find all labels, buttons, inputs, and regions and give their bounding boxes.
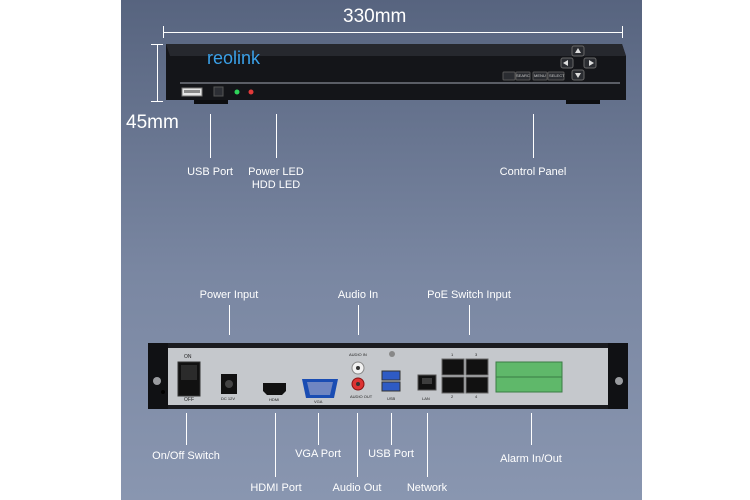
front-foot-left <box>194 100 228 104</box>
front-btn-label-search: SEARC <box>516 73 530 78</box>
vga-silk: VGA <box>314 399 323 404</box>
width-dimension-line <box>163 32 623 33</box>
usb-silk: USB <box>387 396 396 401</box>
front-body <box>166 44 626 100</box>
audio-out-label: Audio Out <box>332 482 382 494</box>
poe-port-2 <box>441 376 465 394</box>
poe-silk-3: 3 <box>475 352 478 357</box>
poe-silk-4: 4 <box>475 394 478 399</box>
poe-switch-input-label: PoE Switch Input <box>427 289 511 301</box>
hdd-led-label: HDD LED <box>251 179 301 191</box>
front-button-search <box>515 71 531 81</box>
onoff-callout-line <box>186 413 187 445</box>
hdd-led <box>248 89 254 95</box>
reolink-logo: reolink <box>207 48 261 68</box>
poe-port-4 <box>465 376 489 394</box>
switch-on-silk: ON <box>184 354 192 360</box>
usb-port-callout-line <box>210 114 211 158</box>
on-off-switch-label: On/Off Switch <box>152 450 220 462</box>
audio-out-callout-line <box>357 413 358 477</box>
rear-side-right <box>608 343 628 409</box>
led-callout-line <box>276 114 277 158</box>
alarm-in-out-label: Alarm In/Out <box>500 453 562 465</box>
poe-port-3 <box>465 358 489 376</box>
usb-callout-line <box>391 413 392 445</box>
rear-side-left <box>148 343 168 409</box>
dc-silk: DC 12V <box>221 396 236 401</box>
rear-usb-port-bottom <box>381 381 401 392</box>
height-dimension-line <box>157 44 158 102</box>
power-led-label: Power LED <box>248 166 304 178</box>
front-button-1 <box>502 71 516 81</box>
front-button-menu <box>532 71 548 81</box>
vga-port-label: VGA Port <box>295 448 341 460</box>
poe-port-1 <box>441 358 465 376</box>
front-foot-right <box>566 100 600 104</box>
rear-usb-port-label: USB Port <box>368 448 414 460</box>
width-dim-tick-right <box>622 26 623 38</box>
hdmi-silk: HDMI <box>269 397 280 402</box>
power-input-callout-line <box>229 305 230 335</box>
hdmi-port-label: HDMI Port <box>250 482 302 494</box>
network-label: Network <box>406 482 448 494</box>
screw-right <box>615 377 623 385</box>
poe-silk-2: 2 <box>451 394 454 399</box>
rear-usb-port-top <box>381 370 401 381</box>
power-input-label: Power Input <box>199 289 259 301</box>
poe-silk-1: 1 <box>451 352 454 357</box>
front-highlight-strip <box>180 82 620 84</box>
poe-callout-line <box>469 305 470 335</box>
network-callout-line <box>427 413 428 477</box>
height-dim-tick-bottom <box>151 101 163 102</box>
audio-in-label: Audio In <box>337 289 379 301</box>
switch-off-silk: OFF <box>184 397 194 403</box>
power-led <box>234 89 240 95</box>
width-dim-tick-left <box>163 26 164 38</box>
front-btn-label-select: SELECT <box>549 73 565 78</box>
lan-silk: LAN <box>422 396 430 401</box>
hdmi-connector <box>263 383 286 395</box>
audio-in-silk: AUDIO IN <box>349 352 367 357</box>
front-reset-button <box>213 86 224 97</box>
alarm-callout-line <box>531 413 532 445</box>
audio-in-callout-line <box>358 305 359 335</box>
screw-left <box>153 377 161 385</box>
width-dimension-label: 330mm <box>343 6 407 27</box>
control-panel-callout-line <box>533 114 534 158</box>
front-usb-port-label: USB Port <box>187 166 233 178</box>
audio-out-silk: AUDIO OUT <box>350 394 373 399</box>
height-dim-tick-top <box>151 44 163 45</box>
vga-callout-line <box>318 413 319 445</box>
front-top-bevel <box>166 44 626 56</box>
control-panel-label: Control Panel <box>499 166 567 178</box>
hdmi-callout-line <box>275 413 276 477</box>
front-btn-label-menu: MENU <box>534 73 546 78</box>
front-button-select <box>547 71 565 81</box>
height-dimension-label: 45mm <box>126 112 179 133</box>
